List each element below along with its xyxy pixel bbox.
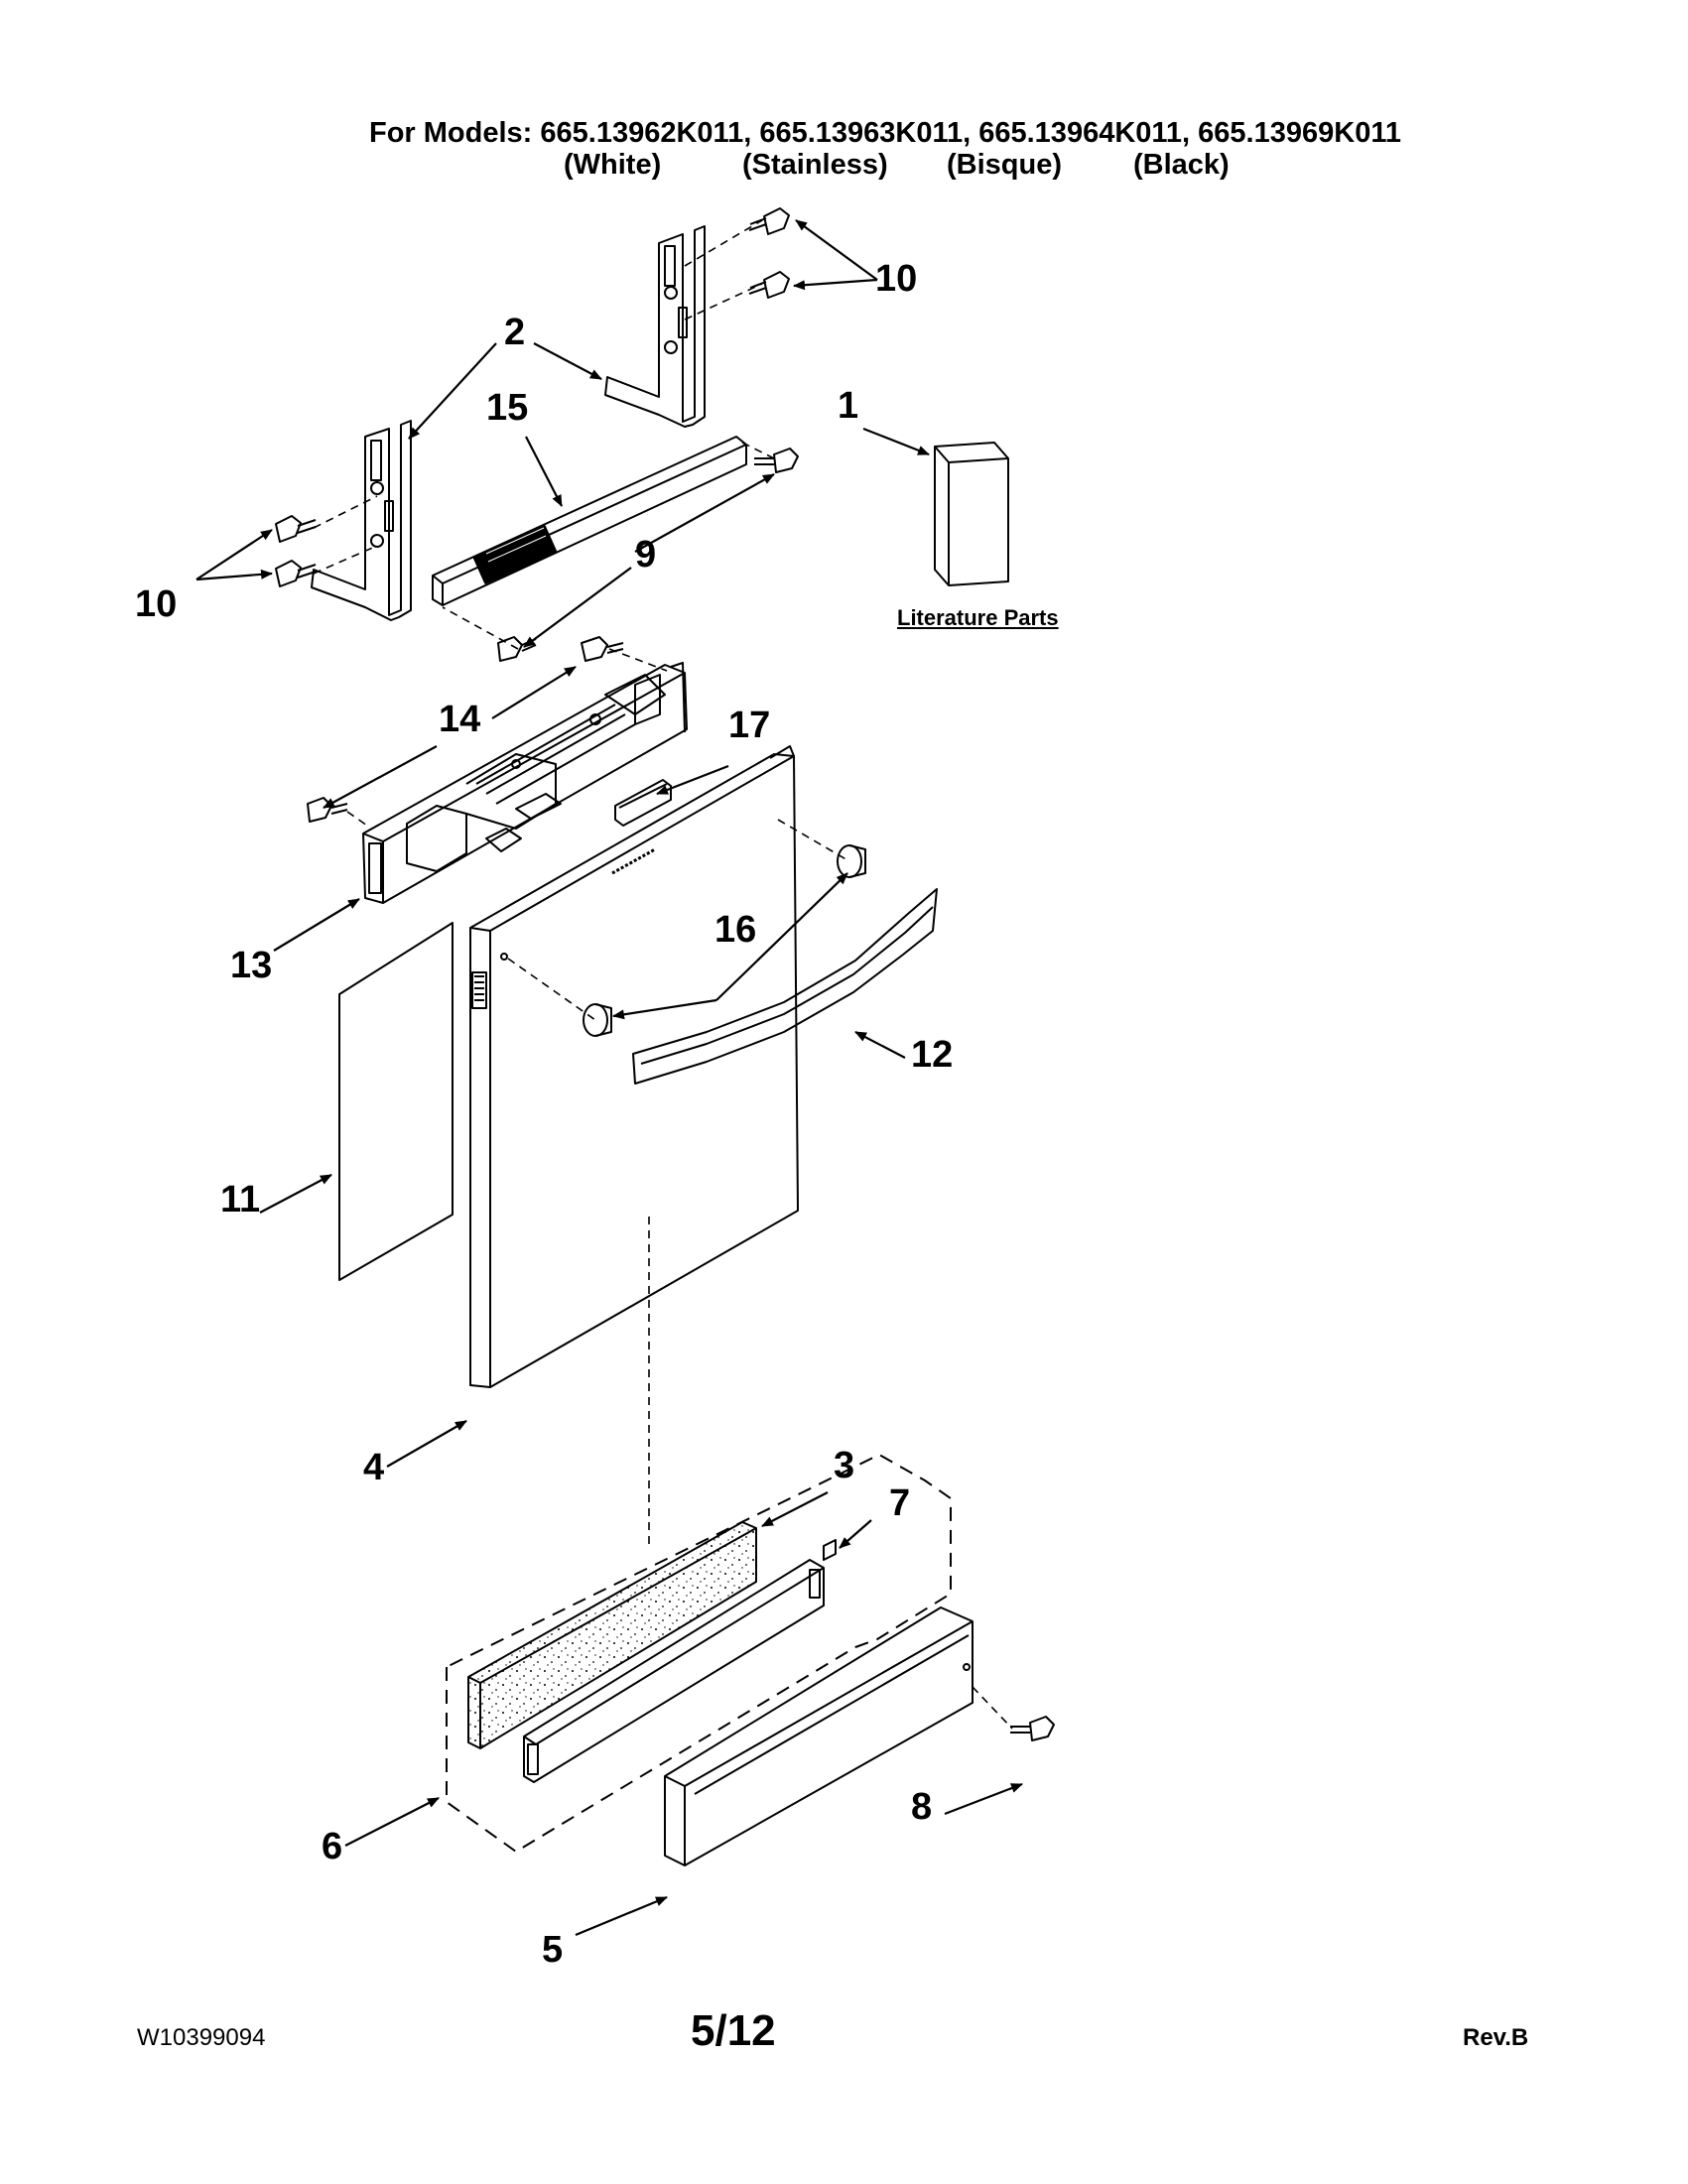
callout-7: 7 [889, 1482, 911, 1524]
kickplate-strip [523, 1559, 825, 1783]
hinge-bracket-right [604, 225, 706, 428]
callout-12: 12 [911, 1034, 954, 1076]
page-number: 5/12 [691, 2006, 776, 2055]
color-black: (Black) [1133, 149, 1230, 181]
callout-17: 17 [728, 705, 771, 746]
clip-7 [823, 1539, 837, 1561]
insulation-sheet-11 [338, 922, 454, 1281]
literature-book-1 [934, 442, 1009, 586]
callout-8: 8 [911, 1786, 933, 1828]
hinge-bracket-left [311, 420, 412, 621]
screw-10-left-b [275, 560, 317, 587]
callout-16: 16 [714, 909, 757, 951]
callout-1: 1 [838, 385, 859, 427]
screw-10-left-a [275, 515, 317, 543]
screw-14-top [581, 636, 624, 662]
color-stainless: (Stainless) [742, 149, 888, 181]
handle-mount-16-lower [583, 1003, 612, 1037]
color-bisque: (Bisque) [947, 149, 1062, 181]
callout-3: 3 [834, 1445, 855, 1486]
screw-8 [1010, 1716, 1055, 1741]
callout-10-left: 10 [135, 583, 178, 625]
top-trim-rail-15 [432, 436, 747, 606]
screw-14-left [307, 797, 348, 823]
handle-mount-16-upper [837, 844, 866, 878]
color-white: (White) [564, 149, 662, 181]
literature-parts-label: Literature Parts [897, 605, 1059, 630]
door-handle-12 [632, 888, 938, 1085]
outer-door-panel-4 [469, 745, 799, 1388]
screw-10-top-a [748, 207, 790, 235]
callout-9: 9 [635, 534, 657, 576]
callout-15: 15 [486, 387, 529, 429]
callout-5: 5 [542, 1929, 564, 1971]
callout-2: 2 [504, 312, 526, 353]
foam-block-3 [467, 1521, 757, 1749]
callout-13: 13 [230, 945, 273, 986]
badge-17 [614, 779, 672, 827]
models-line: For Models: 665.13962K011, 665.13963K011… [369, 117, 1401, 149]
callout-4: 4 [363, 1447, 385, 1488]
callout-6: 6 [322, 1826, 343, 1867]
control-module-13 [362, 662, 688, 904]
revision: Rev.B [1463, 2024, 1529, 2051]
document-number: W10399094 [137, 2024, 266, 2051]
callout-10-top: 10 [875, 258, 918, 300]
toe-panel-5 [664, 1606, 974, 1866]
callout-14: 14 [439, 699, 481, 740]
callout-11: 11 [220, 1179, 261, 1220]
screw-10-top-b [748, 271, 790, 299]
screw-9-right [754, 448, 799, 473]
